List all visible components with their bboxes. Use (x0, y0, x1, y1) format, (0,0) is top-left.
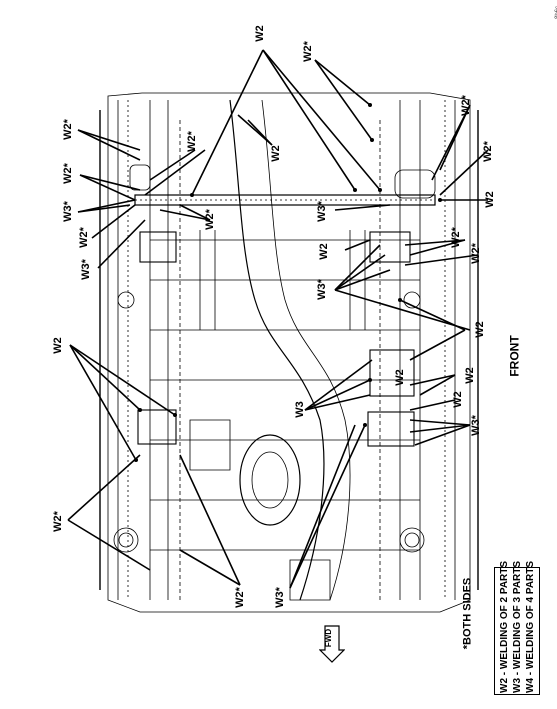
bracket-right-low (367, 411, 415, 447)
front-label: FRONT (507, 335, 522, 377)
fwd-arrow-icon (318, 625, 346, 663)
fwd-arrow: FWD (318, 624, 346, 664)
arrow-heads (134, 103, 442, 462)
both-sides-note: *BOTH SIDES (461, 577, 474, 650)
label-w2star-center: W2* (203, 209, 216, 230)
label-w3star-right-low: W3* (469, 415, 482, 436)
bracket-left-upper (139, 231, 177, 263)
label-w2star-left-1: W2* (61, 119, 74, 140)
label-w2star-lower-left: W2* (51, 511, 64, 532)
label-w3-center: W3 (293, 401, 306, 418)
label-w2-right-mid: W2 (473, 321, 486, 338)
label-w3star-left-1: W3* (61, 201, 74, 222)
label-w2star-right-2: W2* (481, 141, 494, 162)
legend-item-w2: W2 - WELDING OF 2 PARTS (498, 560, 510, 693)
label-w2star-bottom: W2* (233, 587, 246, 608)
label-w3star-center: W3* (315, 279, 328, 300)
label-w2star-right-1: W2* (459, 95, 472, 116)
bracket-right-upper (369, 231, 411, 263)
floor-outline (107, 92, 471, 613)
label-w3star-left-2: W3* (79, 259, 92, 280)
label-w2-right-lower-1: W2 (463, 367, 476, 384)
label-w2star-right-4: W2* (469, 243, 482, 264)
fwd-label: FWD (324, 628, 334, 648)
callout-arrows (67, 49, 489, 589)
label-w2star-upper-mid: W2* (185, 131, 198, 152)
legend-item-w3: W3 - WELDING OF 3 PARTS (511, 560, 523, 693)
center-tunnel (229, 99, 325, 601)
legend-item-w4: W4 - WELDING OF 4 PARTS (524, 560, 536, 693)
spare-well (239, 434, 301, 526)
legend-list: W2 - WELDING OF 2 PARTS W3 - WELDING OF … (496, 560, 538, 693)
label-w2-right: W2 (483, 191, 496, 208)
label-w2star-right-3: W2* (449, 227, 462, 248)
label-w2-top: W2 (253, 25, 266, 42)
bracket-left-mid (137, 409, 177, 445)
label-w2-upper-mid: W2 (269, 145, 282, 162)
label-w2-right-lower-2: W2 (451, 391, 464, 408)
bracket-right-mid (369, 349, 415, 397)
label-w3star-center-upper: W3* (315, 201, 328, 222)
label-w3star-bottom: W3* (273, 587, 286, 608)
legend-box: W2 - WELDING OF 2 PARTS W3 - WELDING OF … (494, 560, 540, 695)
label-w2star-left-3: W2* (77, 227, 90, 248)
label-w2star-left-2: W2* (61, 163, 74, 184)
label-w2-left-big: W2 (51, 337, 64, 354)
label-w2star-top-right: W2* (301, 41, 314, 62)
label-w2-center-right: W2 (393, 369, 406, 386)
label-w2-center-upper: W2 (317, 243, 330, 260)
